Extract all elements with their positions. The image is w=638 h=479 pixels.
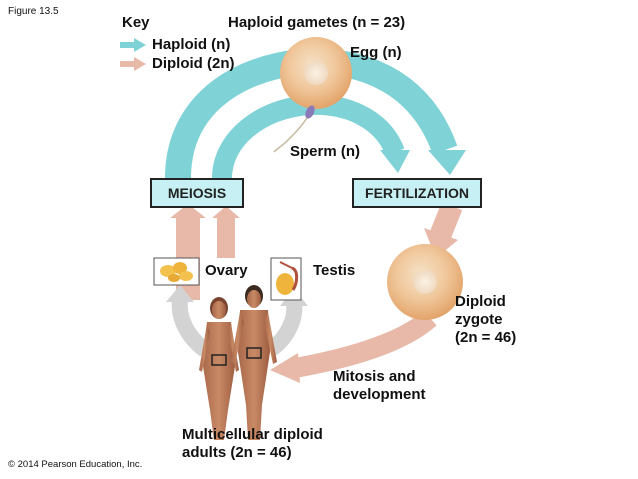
key-diploid-label: Diploid (2n)	[152, 55, 235, 72]
testis-image	[270, 257, 302, 301]
sperm-label: Sperm (n)	[290, 143, 361, 160]
mitosis-arrow	[293, 310, 437, 378]
key-haploid-label: Haploid (n)	[152, 36, 231, 53]
gray-arrow-right	[265, 302, 303, 357]
egg-cell	[280, 37, 352, 109]
fertilization-box: FERTILIZATION	[352, 178, 482, 208]
copyright: © 2014 Pearson Education, Inc.	[8, 459, 143, 470]
key-haploid-row: Haploid (n)	[120, 36, 230, 54]
female-figure	[199, 297, 239, 440]
meiosis-box: MEIOSIS	[150, 178, 244, 208]
mitosis-label: Mitosis and development	[333, 368, 426, 403]
outer-haploid-arrowhead	[428, 150, 466, 175]
key-title: Key	[122, 14, 150, 31]
fert-to-zygote-arrow	[429, 201, 463, 241]
zygote-label: Diploid zygote (2n = 46)	[455, 293, 517, 346]
haploid-arrow-icon	[120, 38, 146, 52]
ovary-image	[153, 257, 200, 286]
key-diploid-row: Diploid (2n)	[120, 55, 235, 73]
gametes-label: Haploid gametes (n = 23)	[228, 14, 406, 31]
mitosis-arrowhead	[270, 353, 300, 383]
gray-arrow-left-head	[166, 285, 194, 302]
fert-to-zygote-arrowhead	[424, 228, 458, 258]
gray-arrow-left	[171, 298, 211, 357]
sperm-cell	[273, 105, 315, 153]
egg-label: Egg (n)	[350, 44, 402, 61]
ovary-label: Ovary	[205, 262, 248, 279]
inner-haploid-arrowhead	[380, 150, 410, 173]
adults-label: Multicellular diploid adults (2n = 46)	[182, 426, 323, 461]
diploid-arrow-icon	[120, 57, 146, 71]
zygote-cell	[387, 244, 463, 320]
male-figure	[231, 285, 277, 440]
inner-diploid-arrowhead	[212, 206, 240, 218]
figure-label: Figure 13.5	[8, 6, 59, 17]
outer-diploid-arrowhead	[170, 204, 206, 218]
testis-label: Testis	[313, 262, 356, 279]
